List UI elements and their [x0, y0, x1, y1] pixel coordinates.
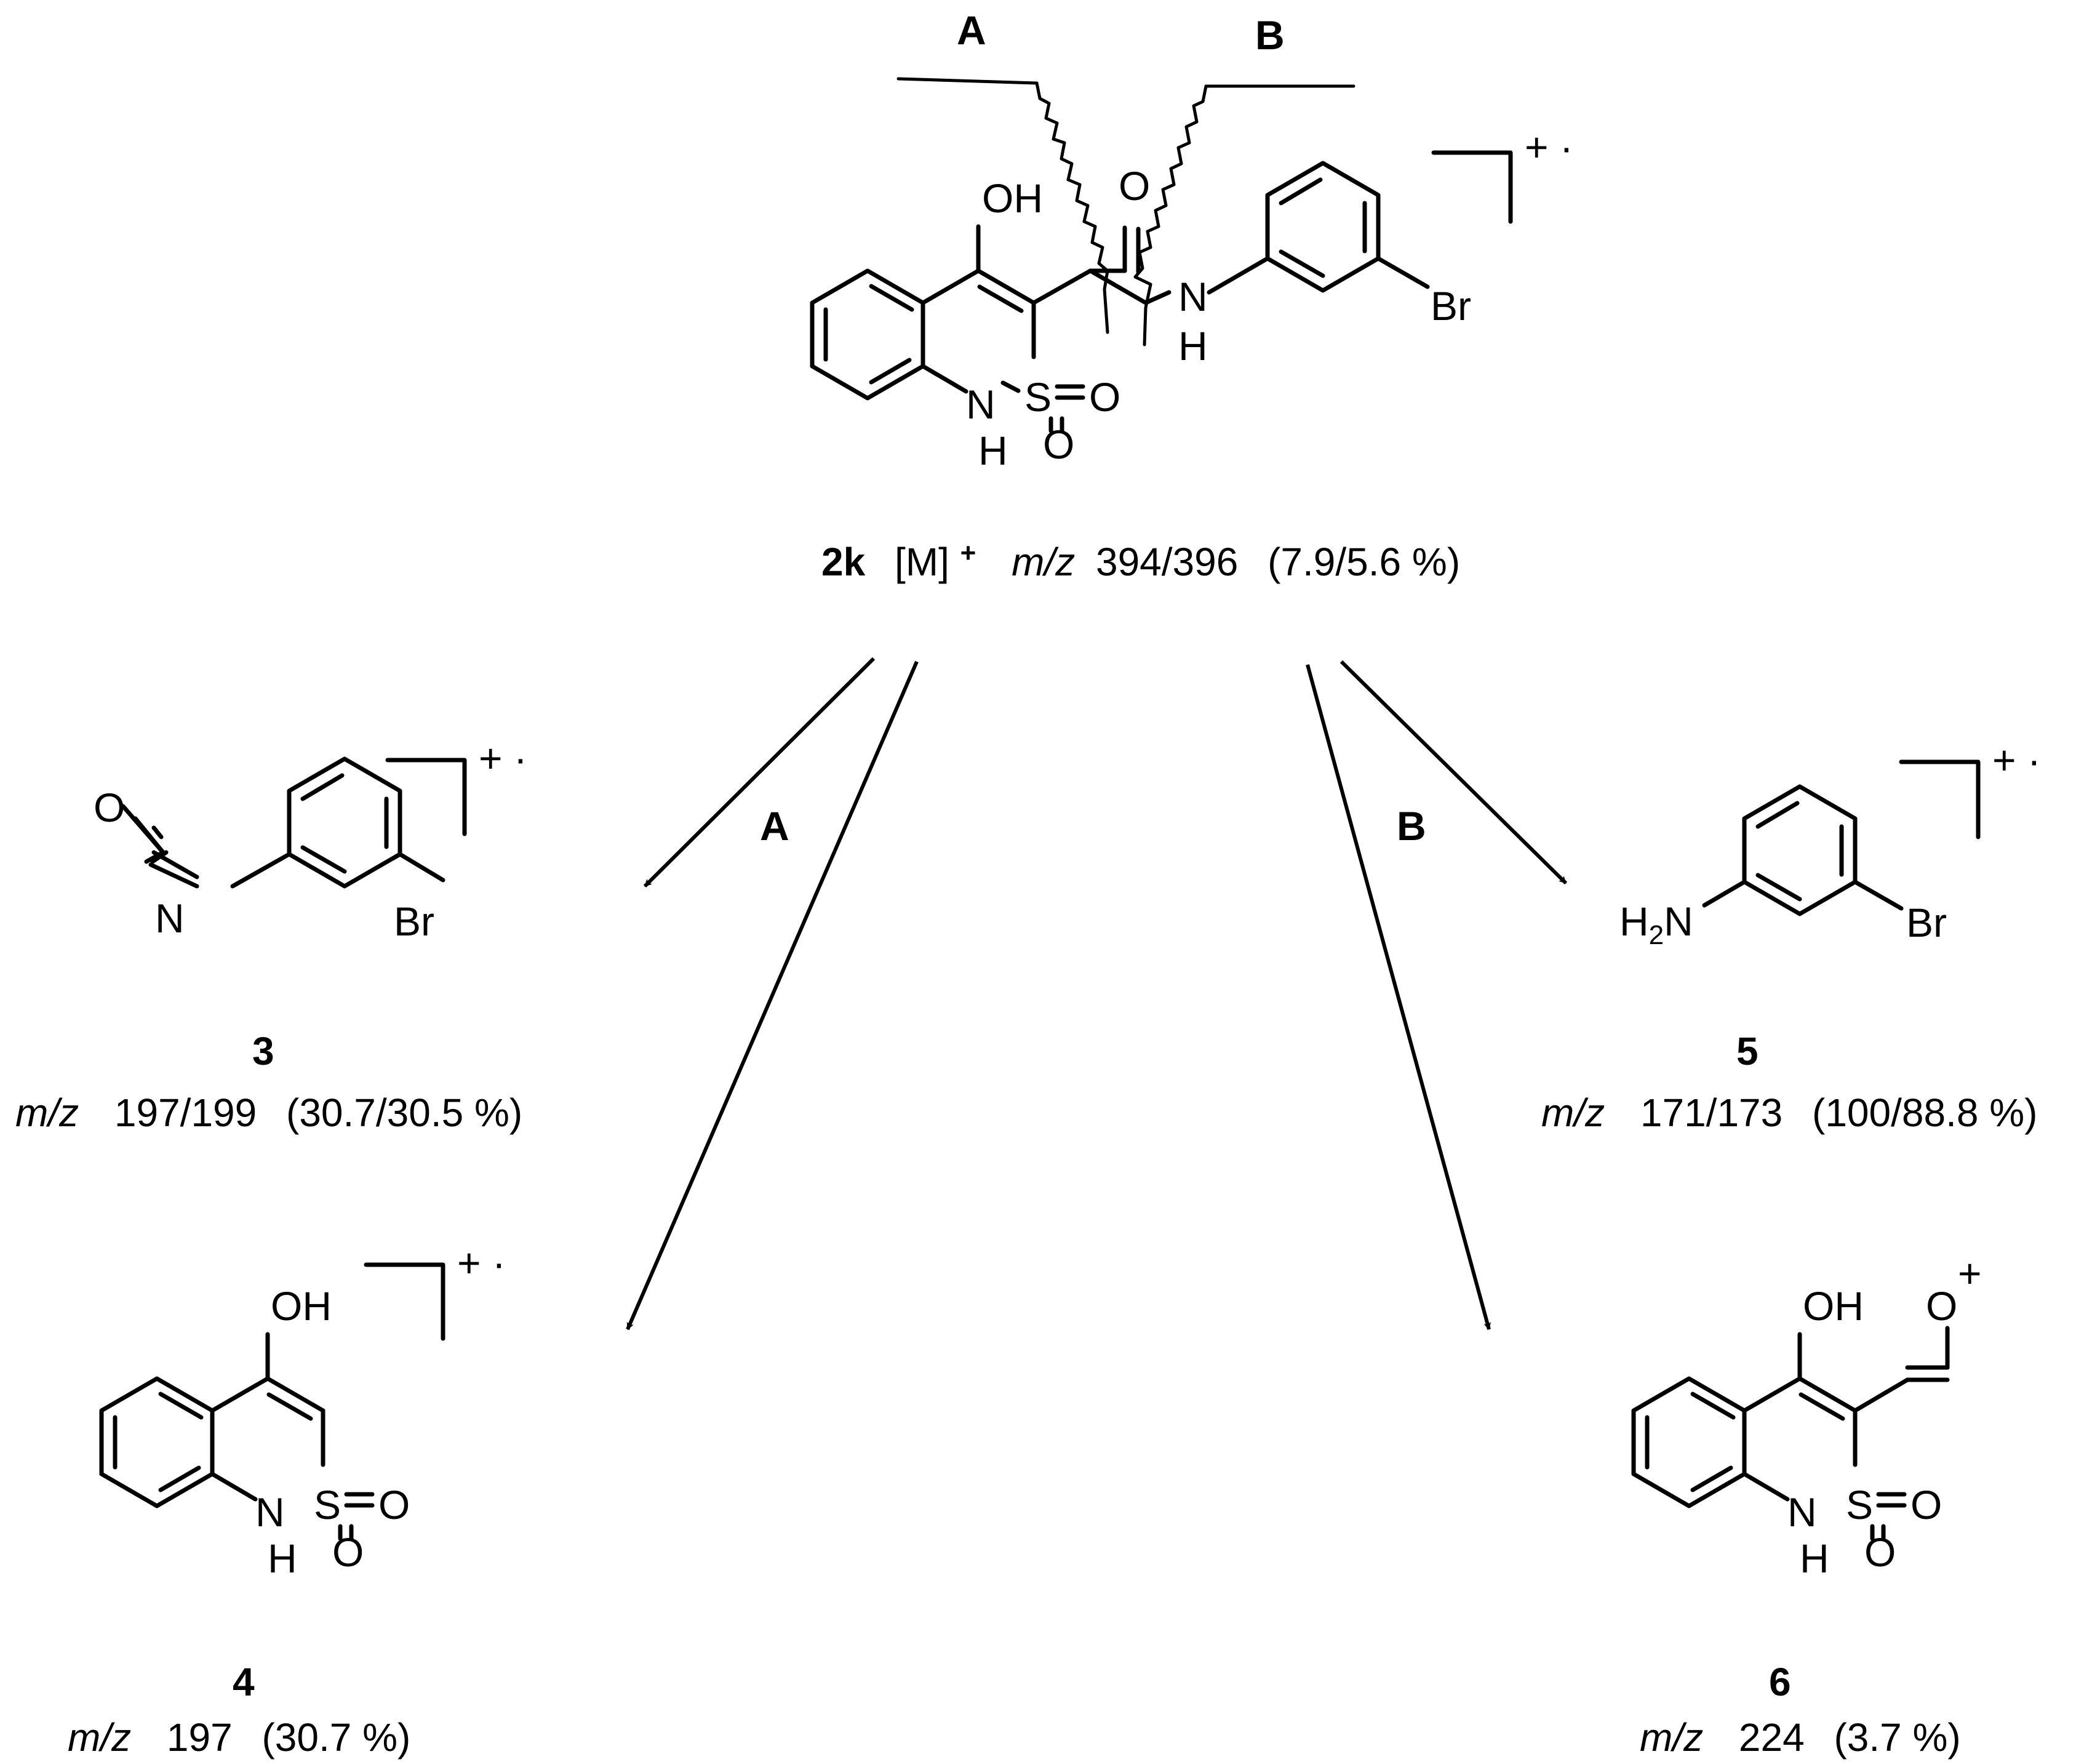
molecule-3: O N Br + · 3 m/z 197/199 (30.7/30.5 %) — [15, 735, 527, 1135]
atom-o-carbonyl-2k: O — [1119, 163, 1150, 209]
molecule-4: OH S O O N H + · 4 m/z 197 (30.7 %) — [68, 1240, 506, 1760]
radical-charge-4: + · — [457, 1240, 506, 1286]
label-3: 3 — [252, 1029, 274, 1073]
atom-o2-2k: O — [1043, 422, 1074, 467]
thiazine-ring-2k — [920, 224, 1036, 394]
atom-h-6: H — [1800, 1536, 1829, 1581]
atom-br-5: Br — [1906, 900, 1947, 945]
molecule-5: H2N Br + · 5 m/z 171/173 (100/88.8 %) — [1541, 737, 2041, 1135]
cleavage-label-b: B — [1255, 12, 1285, 58]
radical-charge-3: + · — [479, 735, 527, 781]
mz-label-4: m/z — [68, 1715, 131, 1760]
atom-h2-subscript-5: 2 — [1649, 920, 1664, 950]
caption-3: m/z 197/199 (30.7/30.5 %) — [15, 1091, 522, 1135]
atom-h-amide-2k: H — [1178, 323, 1208, 369]
atom-h2-5: H2N — [1619, 899, 1693, 950]
arrow-to-4 — [626, 660, 919, 1331]
mz-label-2k: m/z — [1012, 540, 1075, 584]
atom-n-ring-2k: N — [966, 382, 996, 427]
atom-oh-6: OH — [1803, 1283, 1864, 1329]
mz-value-5: 171/173 — [1640, 1091, 1783, 1135]
radical-charge-2k: + · — [1525, 124, 1573, 170]
atom-h-4: H — [268, 1536, 297, 1581]
arrow-to-3 — [643, 657, 876, 888]
atom-o1-6: O — [1910, 1482, 1942, 1528]
atom-s-6: S — [1846, 1482, 1873, 1528]
benzo-ring-2k — [810, 268, 925, 401]
path-label-a: A — [760, 803, 789, 849]
atom-n-6: N — [1787, 1489, 1817, 1535]
radical-charge-5: + · — [1992, 737, 2041, 783]
caption-5: m/z 171/173 (100/88.8 %) — [1541, 1091, 2037, 1135]
atom-n-4: N — [255, 1489, 285, 1535]
abundance-2k: (7.9/5.6 %) — [1268, 540, 1460, 584]
caption-6: m/z 224 (3.7 %) — [1640, 1715, 1961, 1760]
bracket-4 — [364, 1262, 445, 1341]
molecule-2k: + · A B OH O N H Br S O O N H 2k [M] + m… — [810, 7, 1573, 584]
atom-n-3: N — [155, 895, 185, 941]
atom-o-plus-6: O — [1926, 1283, 1957, 1329]
abundance-6: (3.7 %) — [1834, 1715, 1960, 1760]
atom-o-3: O — [94, 785, 125, 830]
label-6: 6 — [1769, 1660, 1791, 1704]
atom-br-2k: Br — [1431, 283, 1471, 329]
atom-n-5: N — [1664, 899, 1693, 944]
cleavage-line-b — [1133, 84, 1355, 346]
abundance-4: (30.7 %) — [262, 1715, 410, 1760]
atom-oh-2k: OH — [982, 175, 1043, 221]
atom-o1-4: O — [378, 1482, 410, 1528]
mz-label-6: m/z — [1640, 1715, 1703, 1760]
cleavage-label-a: A — [957, 7, 986, 53]
caption-4: m/z 197 (30.7 %) — [68, 1715, 410, 1760]
bracket-3 — [385, 758, 467, 836]
mz-value-3: 197/199 — [114, 1091, 257, 1135]
mz-label-3: m/z — [15, 1091, 79, 1135]
atom-h-5: H — [1619, 899, 1649, 944]
ion-2k: [M] — [895, 540, 949, 584]
ion-charge-2k: + — [960, 538, 976, 568]
mz-value-6: 224 — [1739, 1715, 1805, 1760]
mz-value-4: 197 — [167, 1715, 233, 1760]
abundance-3: (30.7/30.5 %) — [286, 1091, 522, 1135]
abundance-5: (100/88.8 %) — [1812, 1091, 2037, 1135]
mz-value-2k: 394/396 — [1096, 540, 1238, 584]
atom-o2-6: O — [1864, 1529, 1896, 1575]
atom-n-amide-2k: N — [1178, 274, 1208, 319]
fragmentation-arrows: A B — [626, 657, 1568, 1331]
cleavage-line-a — [896, 77, 1109, 334]
mz-label-5: m/z — [1541, 1091, 1605, 1135]
atom-o2-4: O — [332, 1529, 364, 1575]
atom-o1-2k: O — [1089, 374, 1120, 420]
atom-s-4: S — [314, 1482, 341, 1528]
arrow-to-5 — [1339, 660, 1568, 885]
bromophenyl-ring-2k — [1265, 161, 1430, 293]
label-4: 4 — [233, 1660, 255, 1704]
arrow-to-6 — [1306, 664, 1491, 1331]
label-5: 5 — [1736, 1029, 1759, 1073]
bracket-2k — [1431, 150, 1513, 224]
bracket-5 — [1899, 759, 1981, 839]
atom-br-3: Br — [394, 899, 434, 944]
path-label-b: B — [1397, 803, 1426, 849]
atom-s-2k: S — [1024, 374, 1052, 420]
atom-oh-4: OH — [271, 1283, 332, 1329]
atom-plus-6: + — [1958, 1251, 1982, 1296]
atom-h-ring-2k: H — [978, 428, 1008, 473]
molecule-6: OH O + S O O N H 6 m/z 224 (3.7 %) — [1631, 1251, 1982, 1760]
label-2k: 2k — [821, 540, 866, 584]
caption-2k: 2k [M] + m/z 394/396 (7.9/5.6 %) — [821, 526, 1460, 584]
